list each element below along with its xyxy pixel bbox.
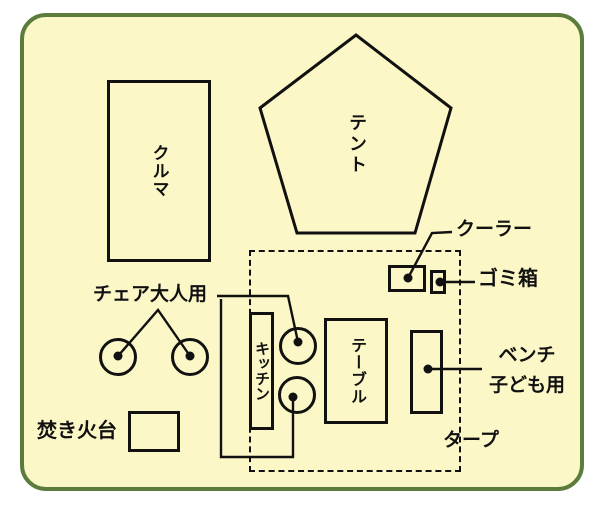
tarp-label: タープ <box>443 430 499 451</box>
bench-label-line1: ベンチ <box>498 345 556 366</box>
fire-pit-label: 焚き火台 <box>37 420 117 442</box>
fire-pit-box <box>128 411 180 452</box>
table-label: テーブル <box>348 337 365 405</box>
kitchen-area: キッチン <box>249 312 274 430</box>
bench-area <box>410 330 443 414</box>
kitchen-label: キッチン <box>253 341 270 401</box>
bench-label-line2: 子ども用 <box>488 375 565 396</box>
car-label: クルマ <box>149 144 169 198</box>
car-area: クルマ <box>107 80 211 262</box>
adult-chair-1 <box>99 338 137 376</box>
cooler-box <box>388 265 426 292</box>
adult-chair-2 <box>171 338 209 376</box>
adult-chair-4 <box>278 376 316 414</box>
tent-label: テント <box>347 112 367 176</box>
cooler-label: クーラー <box>456 219 533 240</box>
bench-label: ベンチ 子ども用 <box>485 341 569 401</box>
adult-chairs-label: チェア大人用 <box>93 284 208 305</box>
adult-chair-3 <box>279 327 317 365</box>
trash-box <box>430 270 446 294</box>
table-area: テーブル <box>324 318 388 424</box>
trash-box-label: ゴミ箱 <box>478 268 538 290</box>
tent-label-wrap: テント <box>336 104 378 184</box>
